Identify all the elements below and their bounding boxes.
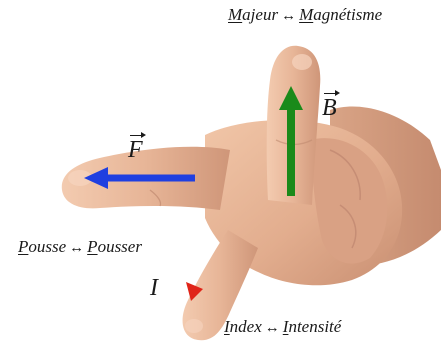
letter-p1: P	[18, 237, 28, 256]
letter-m2: M	[299, 5, 313, 24]
vector-b-symbol: B	[322, 96, 337, 120]
double-arrow-icon: ↔	[265, 320, 280, 336]
double-arrow-icon: ↔	[69, 240, 84, 256]
vector-f-symbol: F	[128, 138, 143, 162]
label-pousse-pousser: Pousse↔Pousser	[18, 238, 142, 256]
label-index-intensite: Index↔Intensité	[224, 318, 341, 336]
letter-p2: P	[87, 237, 97, 256]
letter-m1: M	[228, 5, 242, 24]
current-i-symbol: I	[150, 276, 158, 300]
double-arrow-icon: ↔	[281, 8, 296, 24]
label-majeur-magnetisme: Majeur↔Magnétisme	[228, 6, 382, 24]
